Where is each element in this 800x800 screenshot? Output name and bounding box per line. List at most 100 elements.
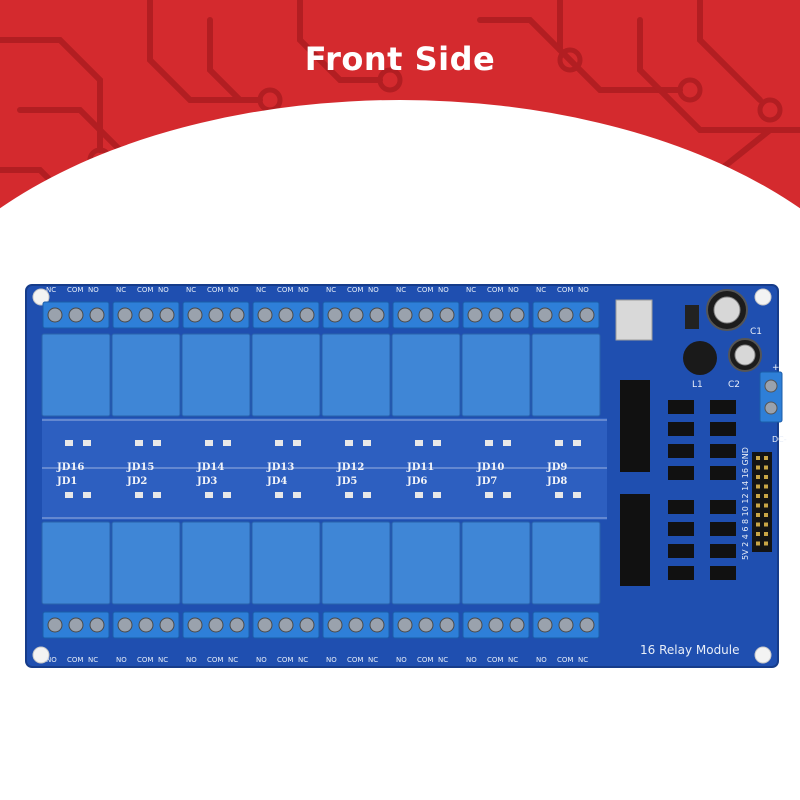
smd-led (275, 440, 283, 446)
header-pin (756, 503, 760, 508)
optocoupler-chip (668, 466, 694, 480)
header-pin (756, 456, 760, 460)
terminal-pin-label: NC (46, 286, 56, 294)
optocoupler-chip (710, 444, 736, 458)
terminal-pin-label: NO (438, 286, 449, 294)
relay-label: JD13 (266, 462, 294, 473)
terminal-pin-label: NO (578, 286, 589, 294)
terminal-pin-label: NC (228, 656, 238, 664)
ic-chip-upper (620, 380, 650, 472)
terminal-screw (208, 307, 224, 323)
c1-label: C1 (750, 327, 762, 337)
terminal-screw (579, 307, 595, 323)
terminal-pin-label: NO (46, 656, 57, 664)
smd-led (345, 492, 353, 498)
terminal-pin-label: NO (158, 286, 169, 294)
terminal-screw (439, 307, 455, 323)
terminal-pin-label: NC (298, 656, 308, 664)
relay-top (111, 333, 181, 417)
header-pin (756, 475, 760, 479)
circuit-pattern-background (0, 0, 800, 300)
terminal-screw (47, 617, 63, 633)
header-pin (764, 475, 768, 479)
terminal-pin-label: NC (368, 656, 378, 664)
smd-led (345, 440, 353, 446)
header-pin (764, 456, 768, 460)
terminal-screw (509, 617, 525, 633)
terminal-pin-label: COM (207, 286, 223, 294)
header-pin (756, 541, 760, 546)
terminal-screw (187, 617, 203, 633)
terminal-screw (138, 307, 154, 323)
terminal-screw (229, 307, 245, 323)
terminal-screw (159, 307, 175, 323)
terminal-pin-label: NC (186, 286, 196, 294)
header-pin (764, 484, 768, 489)
terminal-pin-label: COM (277, 286, 293, 294)
terminal-screw (278, 617, 294, 633)
optocoupler-chip (710, 522, 736, 536)
relay-label: JD8 (546, 476, 567, 487)
terminal-pin-label: NO (88, 286, 99, 294)
terminal-screw (257, 617, 273, 633)
smd-led (555, 440, 563, 446)
terminal-screw (369, 617, 385, 633)
terminal-pin-label: NO (228, 286, 239, 294)
terminal-pin-label: NO (368, 286, 379, 294)
terminal-pin-label: COM (487, 286, 503, 294)
optocoupler-chip (668, 422, 694, 436)
l1-label: L1 (692, 380, 703, 390)
relay-label: JD5 (336, 476, 357, 487)
terminal-pin-label: COM (67, 656, 83, 664)
smd-led (415, 492, 423, 498)
smd-led (485, 492, 493, 498)
relay-bottom (41, 521, 111, 605)
diode-component (685, 305, 699, 329)
header-pin (756, 494, 760, 498)
terminal-pin-label: NO (396, 656, 407, 664)
relay-top (251, 333, 321, 417)
terminal-pin-label: COM (207, 656, 223, 664)
terminal-screw (327, 617, 343, 633)
smd-led (205, 492, 213, 498)
optocoupler-chip (710, 500, 736, 514)
relay-top (391, 333, 461, 417)
terminal-pin-label: NC (326, 286, 336, 294)
c2-label: C2 (728, 380, 740, 390)
header-pin (764, 465, 768, 470)
relay-bottom (251, 521, 321, 605)
ic-chip-lower (620, 494, 650, 586)
terminal-pin-label: NO (116, 656, 127, 664)
smd-led (363, 440, 371, 446)
smd-led (135, 440, 143, 446)
terminal-screw (229, 617, 245, 633)
terminal-screw (89, 307, 105, 323)
terminal-pin-label: NO (536, 656, 547, 664)
terminal-screw (558, 307, 574, 323)
terminal-screw (488, 307, 504, 323)
optocoupler-chip (710, 466, 736, 480)
terminal-screw (348, 307, 364, 323)
terminal-pin-label: NC (578, 656, 588, 664)
terminal-pin-label: COM (137, 286, 153, 294)
terminal-pin-label: NC (116, 286, 126, 294)
terminal-screw (208, 617, 224, 633)
relay-label: JD15 (126, 462, 154, 473)
terminal-pin-label: COM (67, 286, 83, 294)
header-pin (764, 541, 768, 546)
smd-led (153, 492, 161, 498)
page-title: Front Side (304, 40, 496, 78)
smd-led (65, 492, 73, 498)
terminal-screw (537, 617, 553, 633)
terminal-screw (558, 617, 574, 633)
smd-led (555, 492, 563, 498)
smd-led (223, 492, 231, 498)
mounting-hole (754, 288, 772, 306)
smd-led (275, 492, 283, 498)
header-pin (764, 503, 768, 508)
smd-led (363, 492, 371, 498)
relay-top (181, 333, 251, 417)
terminal-screw (299, 617, 315, 633)
terminal-pin-label: COM (347, 656, 363, 664)
terminal-screw (299, 307, 315, 323)
